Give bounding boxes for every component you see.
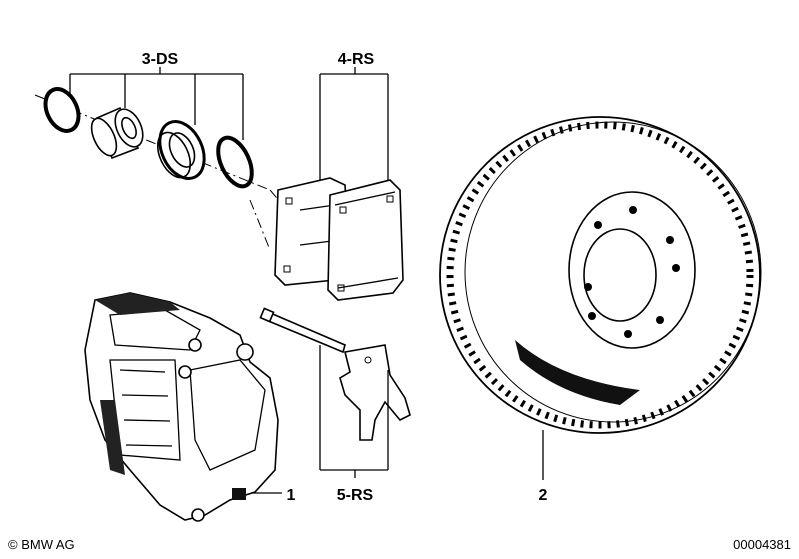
brake-pad-front — [327, 179, 404, 301]
label-5-rs[interactable]: 5-RS — [337, 487, 374, 504]
guide-pin — [259, 307, 346, 354]
label-4-rs[interactable]: 4-RS — [338, 51, 375, 68]
brake-caliper — [84, 292, 279, 522]
anti-rattle-spring — [339, 344, 411, 441]
diagram-number: 00004381 — [733, 537, 791, 552]
dust-seal — [156, 120, 206, 180]
piston — [90, 106, 144, 160]
label-2[interactable]: 2 — [539, 487, 548, 504]
seal-kit-callout[interactable]: 3-DS — [69, 51, 244, 140]
label-3-ds[interactable]: 3-DS — [142, 51, 179, 68]
brake-disc — [439, 116, 762, 434]
pad-set-callout[interactable]: 4-RS — [319, 51, 389, 190]
retaining-ring — [216, 135, 254, 189]
repair-set-callout[interactable]: 5-RS — [319, 345, 389, 504]
snap-ring — [43, 87, 81, 133]
copyright-text: © BMW AG — [8, 537, 75, 552]
label-1[interactable]: 1 — [287, 487, 296, 504]
